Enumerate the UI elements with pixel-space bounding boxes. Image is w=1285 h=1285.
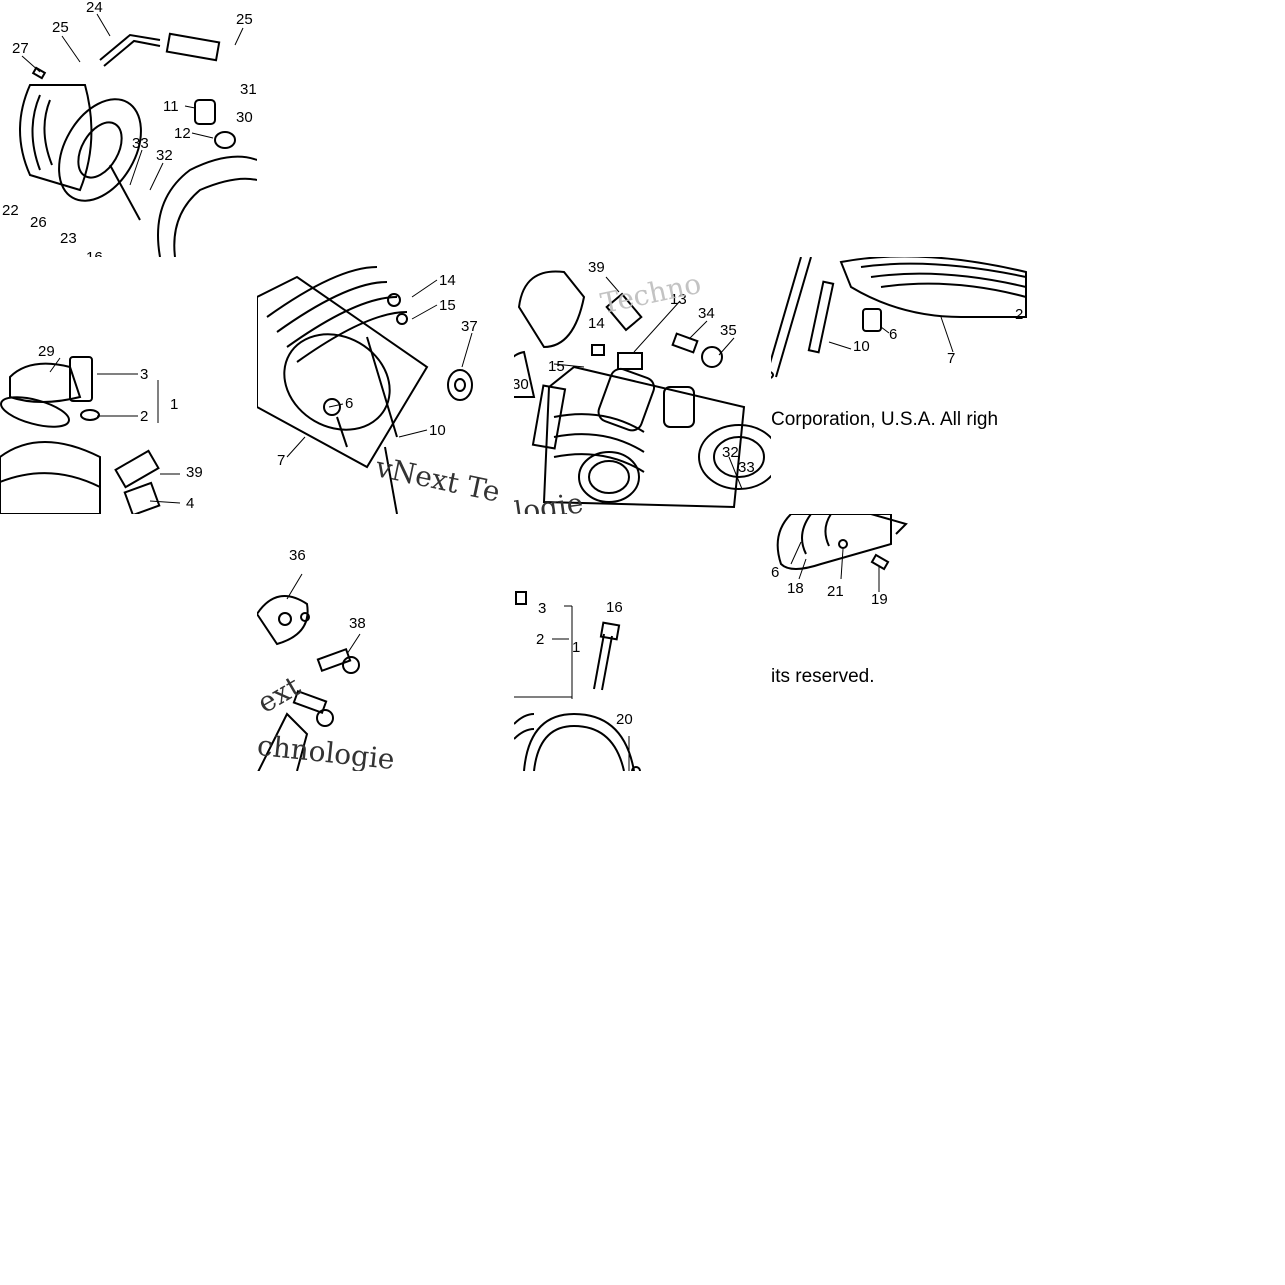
callout-label: 33	[132, 135, 149, 152]
callout-label: 30	[514, 376, 529, 393]
callout-label: 25	[52, 19, 69, 36]
callout-label: 24	[86, 0, 103, 16]
exhaust-flange-drawing	[776, 514, 908, 592]
callout-label: 11	[163, 98, 179, 115]
cylinder-drawing	[257, 266, 473, 514]
callout-label: 36	[289, 547, 306, 564]
head-gasket-drawing	[771, 257, 1027, 379]
copyright-text: its reserved.	[771, 666, 875, 687]
callout-label: 33	[738, 459, 755, 476]
callout-label: 2	[536, 631, 545, 648]
callout-label: 12	[174, 125, 191, 142]
callout-label: 32	[156, 147, 173, 164]
copyright-text: Corporation, U.S.A. All righ	[771, 409, 999, 430]
callout-label: 20	[616, 711, 633, 728]
callout-label: 21	[827, 583, 844, 600]
callout-label: 35	[720, 322, 737, 339]
callout-label: 37	[461, 318, 478, 335]
callout-label: 16	[606, 599, 623, 616]
diagram-tile-valve-guide: 3 16 2 1 20	[514, 514, 771, 771]
callout-label: 30	[236, 109, 253, 126]
callout-label: 27	[12, 40, 29, 57]
callout-label: 6	[345, 395, 354, 412]
callout-label: 38	[349, 615, 366, 632]
callout-label: 6	[889, 326, 898, 343]
callout-label: 31	[240, 81, 257, 98]
callout-label: 10	[853, 338, 870, 355]
callout-label: 22	[2, 202, 19, 219]
diagram-tile-cylinder-gasket: 14 15 37 6 10 7 vNext Te	[257, 257, 514, 514]
callout-label: 1	[572, 639, 581, 656]
valve-cover-drawing	[0, 356, 181, 514]
callout-label: 19	[871, 591, 888, 608]
crankcase-cover-drawing	[19, 13, 257, 257]
callout-label: 26	[30, 214, 47, 231]
callout-label: 14	[439, 272, 456, 289]
callout-label: 13	[670, 291, 687, 308]
callout-label: 3	[538, 600, 547, 617]
diagram-tile-rocker-arm: 36 38 ext chnologie	[257, 514, 514, 771]
callout-label: 2	[1015, 306, 1024, 323]
callout-label: 16	[86, 250, 103, 257]
callout-label: 32	[722, 444, 739, 461]
cylinder-head-drawing	[514, 270, 771, 509]
callout-label: 18	[787, 580, 804, 597]
diagram-tile-head-gasket: 10 6 7 2 Corporation, U.S.A. All righ	[771, 257, 1028, 514]
callout-label: 25	[236, 11, 253, 28]
callout-label: 15	[439, 297, 456, 314]
diagram-tile-mid-left: 29 3 2 1 39 4	[0, 257, 257, 514]
callout-label: 15	[548, 358, 565, 375]
callout-label: 10	[429, 422, 446, 439]
callout-label: 14	[588, 315, 605, 332]
callout-label: 2	[140, 408, 149, 425]
callout-label: 6	[771, 564, 780, 581]
callout-label: 29	[38, 343, 55, 360]
callout-label: 7	[277, 452, 286, 469]
callout-label: 7	[947, 350, 956, 367]
callout-label: 4	[186, 495, 195, 512]
callout-label: 34	[698, 305, 715, 322]
rocker-arm-drawing	[257, 573, 361, 771]
callout-label: 1	[170, 396, 179, 413]
callout-label: 39	[186, 464, 203, 481]
callout-label: 39	[588, 259, 605, 276]
diagram-tile-top-left: 24 25 25 27 11 31 12 30 33 32 22 26 23 1…	[0, 0, 257, 257]
callout-label: 23	[60, 230, 77, 247]
callout-label: 3	[140, 366, 149, 383]
diagram-tile-lower-right: 6 18 21 19 its reserved.	[771, 514, 1028, 771]
valve-guide-drawing	[514, 591, 641, 771]
diagram-tile-cylinder-head: 39 13 14 34 35 15 30 32 33 Techno logie	[514, 257, 771, 514]
